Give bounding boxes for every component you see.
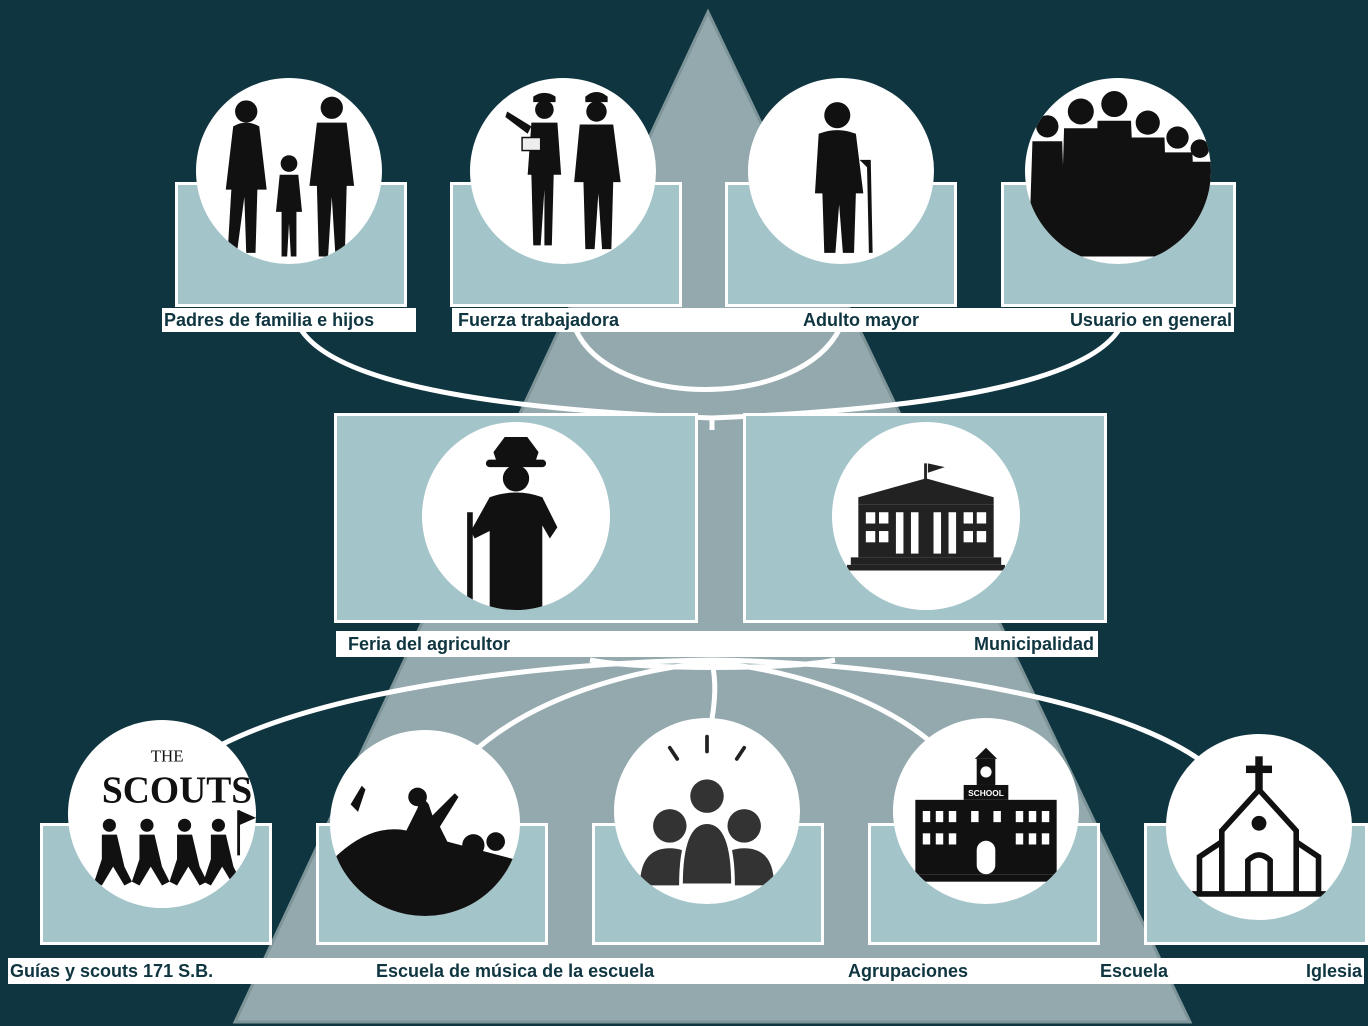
label-iglesia: Iglesia bbox=[1260, 958, 1364, 984]
municipal-building-icon bbox=[832, 422, 1020, 610]
group-of-people-icon bbox=[1025, 78, 1211, 264]
label-usuario: Usuario en general bbox=[998, 308, 1234, 332]
svg-text:SCHOOL: SCHOOL bbox=[968, 788, 1004, 798]
orchestra-conductor-icon bbox=[330, 730, 520, 916]
label-feria: Feria del agricultor bbox=[336, 631, 704, 657]
church-icon bbox=[1166, 734, 1352, 920]
label-fuerza: Fuerza trabajadora bbox=[452, 308, 730, 332]
label-municipalidad: Municipalidad bbox=[692, 631, 1098, 657]
label-scouts: Guías y scouts 171 S.B. bbox=[8, 958, 282, 984]
people-group-icon bbox=[614, 718, 800, 904]
label-adulto: Adulto mayor bbox=[724, 308, 998, 332]
school-building-icon: SCHOOL bbox=[893, 718, 1079, 904]
label-musica: Escuela de música de la escuela bbox=[280, 958, 840, 984]
svg-text:THE: THE bbox=[151, 746, 184, 765]
scouts-icon: THE SCOUTS bbox=[68, 720, 256, 908]
connector-lines bbox=[193, 326, 1202, 763]
svg-text:SCOUTS: SCOUTS bbox=[102, 771, 252, 812]
label-agrupaciones: Agrupaciones bbox=[840, 958, 1080, 984]
farmer-silhouette-icon bbox=[422, 422, 610, 610]
label-escuela: Escuela bbox=[1080, 958, 1260, 984]
family-silhouette-icon bbox=[196, 78, 382, 264]
elderly-person-icon bbox=[748, 78, 934, 264]
workers-silhouette-icon bbox=[470, 78, 656, 264]
label-padres: Padres de familia e hijos bbox=[162, 308, 416, 332]
